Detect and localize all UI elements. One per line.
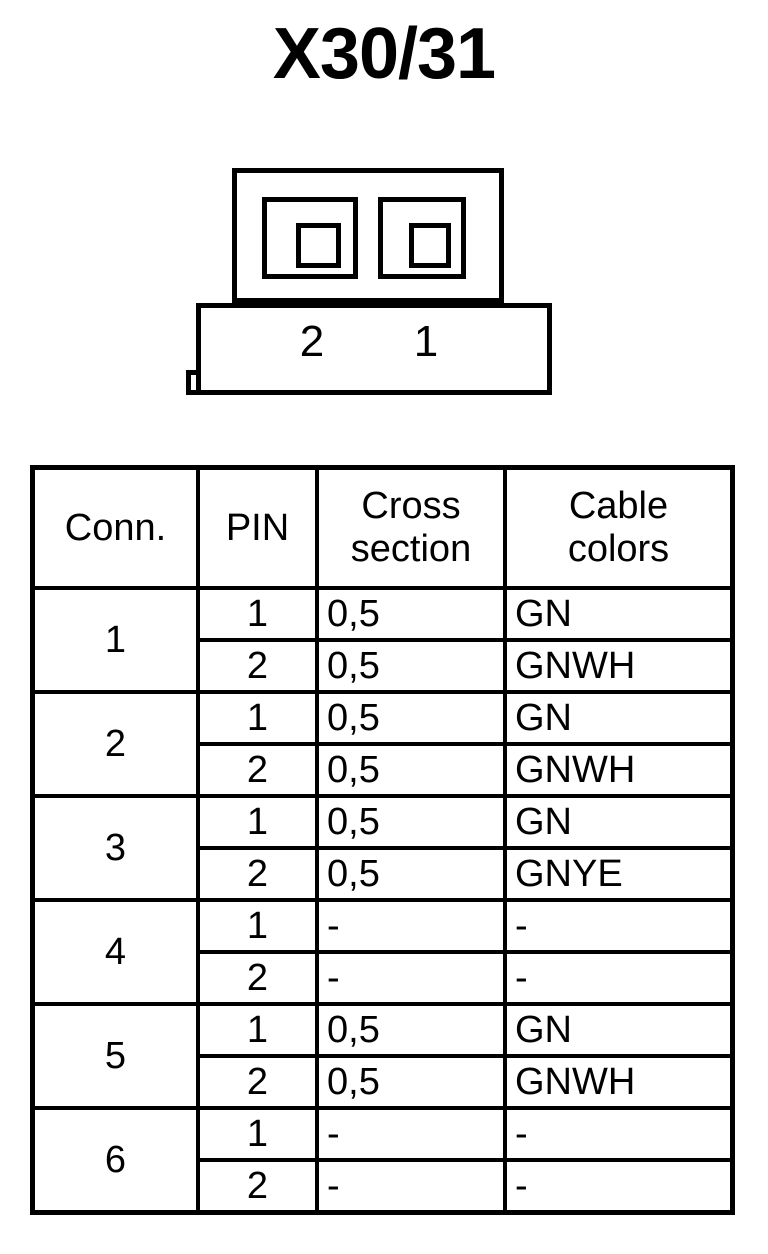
cell-color: GNYE xyxy=(503,846,734,902)
column-header-cable-colors: Cable colors xyxy=(503,466,734,590)
cell-cs: - xyxy=(315,1106,507,1162)
cell-pin: 1 xyxy=(196,898,319,954)
column-header-conn: Conn. xyxy=(31,466,200,590)
cell-cs: - xyxy=(315,898,507,954)
cell-pin: 2 xyxy=(196,950,319,1006)
cell-cs: 0,5 xyxy=(315,586,507,642)
connector-cavity-1-terminal xyxy=(409,223,451,268)
cell-pin: 2 xyxy=(196,742,319,798)
cell-conn: 6 xyxy=(31,1106,200,1214)
cell-color: - xyxy=(503,1158,734,1214)
cell-color: GN xyxy=(503,690,734,746)
connector-diagram: 2 1 xyxy=(0,150,768,415)
cell-cs: 0,5 xyxy=(315,638,507,694)
connector-lower-body xyxy=(196,303,552,395)
cell-cs: 0,5 xyxy=(315,1054,507,1110)
column-header-pin: PIN xyxy=(196,466,319,590)
cell-color: - xyxy=(503,950,734,1006)
cell-color: GNWH xyxy=(503,638,734,694)
cell-cs: 0,5 xyxy=(315,846,507,902)
cell-cs: - xyxy=(315,1158,507,1214)
connector-cavity-1 xyxy=(378,197,466,279)
cell-conn: 4 xyxy=(31,898,200,1006)
cell-color: - xyxy=(503,1106,734,1162)
cell-pin: 1 xyxy=(196,1106,319,1162)
connector-cavity-2-terminal xyxy=(296,223,341,268)
connector-pin-label-1: 1 xyxy=(413,317,439,366)
cell-color: GN xyxy=(503,794,734,850)
cell-pin: 1 xyxy=(196,690,319,746)
cell-pin: 2 xyxy=(196,1158,319,1214)
cell-cs: 0,5 xyxy=(315,1002,507,1058)
cell-color: - xyxy=(503,898,734,954)
page-title: X30/31 xyxy=(272,14,496,94)
table-row: 2-- xyxy=(33,950,734,1006)
column-header-cross-section: Cross section xyxy=(315,466,507,590)
cell-cs: 0,5 xyxy=(315,742,507,798)
connector-pin-label-2: 2 xyxy=(299,317,325,366)
table-row: 2-- xyxy=(33,1158,734,1214)
cell-color: GN xyxy=(503,1002,734,1058)
table-header-row: Conn. PIN Cross section Cable colors xyxy=(31,466,734,590)
cell-pin: 2 xyxy=(196,638,319,694)
cell-cs: 0,5 xyxy=(315,690,507,746)
cell-cs: 0,5 xyxy=(315,794,507,850)
cell-color: GN xyxy=(503,586,734,642)
cell-conn: 5 xyxy=(31,1002,200,1110)
cell-pin: 2 xyxy=(196,846,319,902)
connector-cavity-2 xyxy=(262,197,358,279)
cell-pin: 2 xyxy=(196,1054,319,1110)
cell-conn: 1 xyxy=(31,586,200,694)
cell-color: GNWH xyxy=(503,742,734,798)
cell-cs: - xyxy=(315,950,507,1006)
cell-pin: 1 xyxy=(196,794,319,850)
cell-pin: 1 xyxy=(196,1002,319,1058)
cell-pin: 1 xyxy=(196,586,319,642)
cell-conn: 3 xyxy=(31,794,200,902)
cell-conn: 2 xyxy=(31,690,200,798)
cell-color: GNWH xyxy=(503,1054,734,1110)
